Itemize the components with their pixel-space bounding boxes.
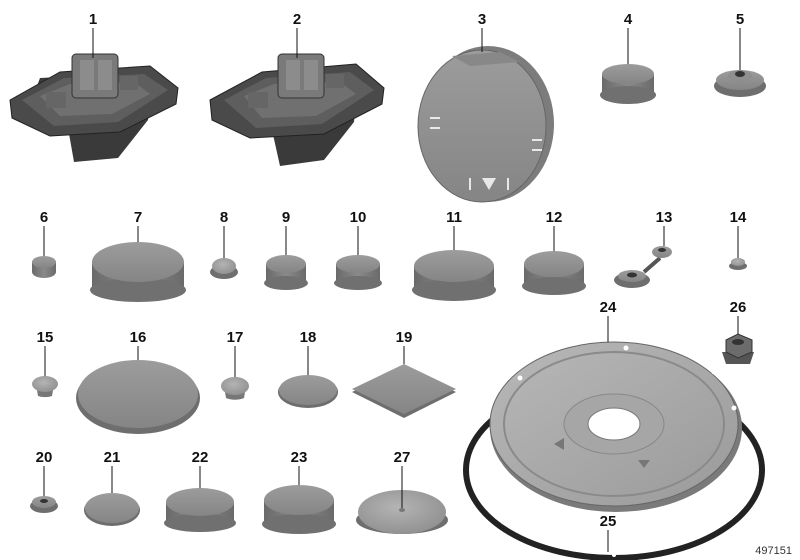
callout-7: 7: [134, 209, 142, 242]
callout-21: 21: [104, 449, 121, 493]
callout-24-label: 24: [600, 299, 617, 316]
part-22-plug: [164, 488, 236, 532]
callout-23-label: 23: [291, 449, 308, 466]
callout-7-label: 7: [134, 209, 142, 226]
callout-11-label: 11: [446, 209, 462, 226]
part-6-plug: [32, 256, 56, 278]
part-13-tethered-grommet: [614, 246, 672, 288]
callout-11: 11: [446, 209, 462, 250]
callout-18-label: 18: [300, 329, 317, 346]
callout-9-label: 9: [282, 209, 290, 226]
part-12-plug: [522, 251, 586, 295]
callout-6-label: 6: [40, 209, 48, 226]
part-1-jack-pad: [9, 53, 179, 162]
part-27-dome-cap: [356, 490, 448, 534]
callout-10-label: 10: [350, 209, 367, 226]
part-26-nut: [722, 333, 754, 364]
part-16-disc: [76, 360, 200, 434]
callout-17: 17: [227, 329, 244, 377]
part-2-jack-pad: [209, 53, 385, 166]
callout-4-label: 4: [624, 11, 633, 28]
callout-18: 18: [300, 329, 317, 375]
part-18-disc: [278, 375, 338, 408]
callout-16: 16: [130, 329, 147, 360]
callout-4: 4: [624, 11, 633, 64]
callout-22-label: 22: [192, 449, 209, 466]
part-24-speaker-plate: [489, 341, 742, 512]
part-20-grommet: [30, 496, 58, 513]
callout-26: 26: [730, 299, 747, 334]
part-19-square-patch: [352, 364, 456, 418]
callout-14-label: 14: [730, 209, 747, 226]
callout-6: 6: [40, 209, 48, 256]
callout-9: 9: [282, 209, 290, 255]
part-14-plug: [729, 258, 747, 270]
diagram-reference-number: 497151: [755, 545, 792, 557]
callout-1: 1: [89, 11, 97, 58]
callout-20: 20: [36, 449, 53, 496]
part-9-plug: [264, 255, 308, 290]
callout-21-label: 21: [104, 449, 121, 466]
callout-12-label: 12: [546, 209, 563, 226]
part-5-grommet: [714, 70, 766, 97]
callout-8-label: 8: [220, 209, 228, 226]
part-7-plug: [90, 242, 186, 302]
callout-13-label: 13: [656, 209, 673, 226]
part-10-plug: [334, 255, 382, 290]
callout-2-label: 2: [293, 11, 301, 28]
callout-20-label: 20: [36, 449, 53, 466]
callout-25-label: 25: [600, 513, 617, 530]
callout-17-label: 17: [227, 329, 244, 346]
callout-12: 12: [546, 209, 563, 251]
part-4-plug: [600, 64, 656, 104]
part-11-plug: [412, 250, 496, 301]
callout-27-label: 27: [394, 449, 411, 466]
part-3-flap-cover: [417, 46, 554, 203]
callout-5-label: 5: [736, 11, 744, 28]
part-8-plug: [210, 258, 238, 279]
callout-19-label: 19: [396, 329, 413, 346]
callout-26-label: 26: [730, 299, 747, 316]
callout-23: 23: [291, 449, 308, 485]
part-23-plug: [262, 485, 336, 534]
callout-16-label: 16: [130, 329, 147, 346]
callout-13: 13: [656, 209, 673, 246]
callout-2: 2: [293, 11, 301, 58]
callout-3: 3: [478, 11, 486, 52]
callout-27: 27: [394, 449, 411, 508]
callout-3-label: 3: [478, 11, 486, 28]
part-15-plug: [32, 376, 58, 398]
callout-24: 24: [600, 299, 617, 342]
callout-19: 19: [396, 329, 413, 364]
callout-14: 14: [730, 209, 747, 258]
callout-10: 10: [350, 209, 367, 255]
callout-5: 5: [736, 11, 744, 70]
part-21-disc: [84, 493, 140, 526]
callout-8: 8: [220, 209, 228, 258]
part-17-plug: [221, 377, 249, 400]
callout-15-label: 15: [37, 329, 54, 346]
callout-25: 25: [600, 513, 617, 552]
callout-22: 22: [192, 449, 209, 488]
callout-1-label: 1: [89, 11, 97, 28]
callout-15: 15: [37, 329, 54, 376]
